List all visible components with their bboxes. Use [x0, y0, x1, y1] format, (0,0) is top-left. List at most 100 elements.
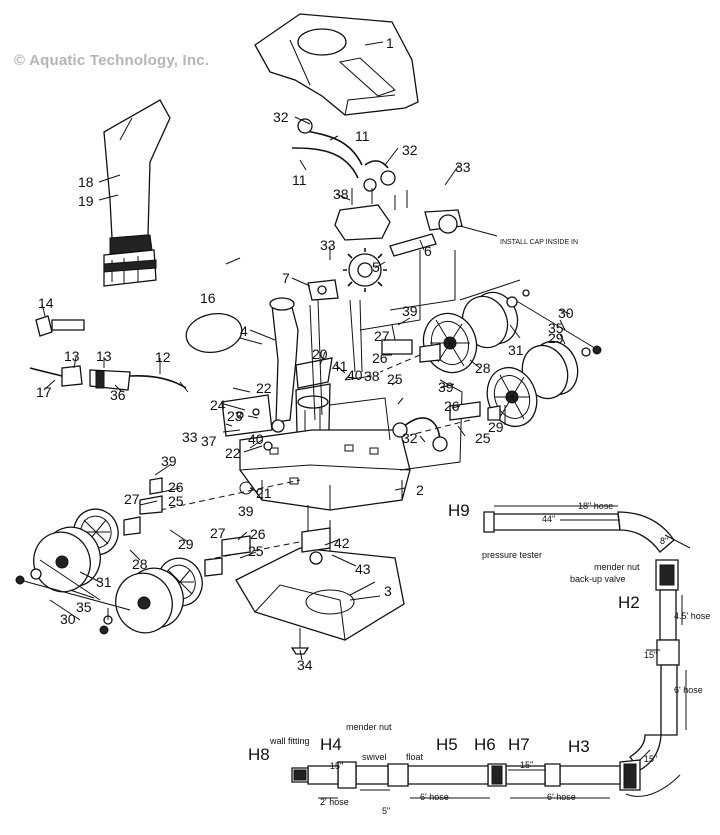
hose-labels: H9 H2 H3 H4 H5 H6 H7 H8 18" hose 44" 8" … [248, 501, 710, 816]
hose-note: 8" [660, 536, 668, 546]
main-body-part [185, 297, 411, 511]
part-label: 22 [225, 445, 241, 461]
hose-note: 18" hose [578, 501, 613, 511]
copyright-notice: © Aquatic Technology, Inc. [14, 52, 210, 69]
hose-note: 44" [542, 514, 555, 524]
left-lower-wheels [15, 477, 251, 635]
part-label: 41 [332, 358, 348, 374]
part-label: 7 [282, 270, 290, 286]
hose-note: 4.5' hose [674, 611, 710, 621]
upper-bracket-part [334, 188, 498, 241]
hose-label-h2: H2 [618, 593, 640, 612]
part-label: 39 [161, 453, 177, 469]
part-label: 18 [78, 174, 94, 190]
callout-leaders [41, 41, 571, 661]
part-label: 6 [424, 243, 432, 259]
hose-label-h6: H6 [474, 735, 496, 754]
part-label: 25 [387, 371, 403, 387]
part-label: 27 [124, 491, 140, 507]
part-label: 11 [292, 172, 307, 188]
part-label: 34 [297, 657, 313, 673]
hose-note: mender nut [346, 722, 392, 732]
part-label: 11 [355, 128, 370, 144]
upper-hoses-part [291, 118, 396, 192]
hose-note: float [406, 752, 424, 762]
part-label: 2 [416, 482, 424, 498]
hose-note: 6' hose [420, 792, 449, 802]
top-cover-part [254, 13, 419, 116]
part-label: 19 [78, 193, 94, 209]
part-label: 25 [168, 493, 184, 509]
part-label: 31 [508, 342, 524, 358]
part-label: 28 [475, 360, 491, 376]
part-label: 33 [182, 429, 198, 445]
part-label: 40 [248, 431, 264, 447]
right-upper-wheels [381, 279, 602, 452]
part-label: 16 [200, 290, 216, 306]
part-label: 27 [374, 328, 390, 344]
hose-note: swivel [362, 752, 387, 762]
part-label: 26 [250, 526, 266, 542]
hose-note: 15" [644, 754, 657, 764]
hose-note: back-up valve [570, 574, 626, 584]
debris-bag-part [103, 99, 171, 287]
part-label: 21 [256, 485, 272, 501]
part-label: 37 [201, 433, 217, 449]
part-label: 3 [384, 583, 392, 599]
part-label: 22 [256, 380, 272, 396]
hose-note: 6' hose [547, 792, 576, 802]
hose-assembly [291, 505, 691, 799]
hose-note: pressure tester [482, 550, 542, 560]
install-note: INSTALL CAP INSIDE IN [500, 239, 578, 246]
part-label: 24 [210, 397, 226, 413]
hose-label-h4: H4 [320, 735, 342, 754]
part-label: 29 [548, 330, 564, 346]
hose-note: wall fitting [269, 736, 310, 746]
part-label: 36 [110, 387, 126, 403]
part-label: 29 [178, 536, 194, 552]
part-label: 25 [248, 543, 264, 559]
part-label: 30 [60, 611, 76, 627]
part-label: 32 [402, 142, 418, 158]
part-label: 35 [76, 599, 92, 615]
part-label: 26 [444, 398, 460, 414]
part-number-labels: 1 2 3 4 5 6 7 11 11 12 13 13 14 16 17 18… [36, 35, 574, 673]
part-label: 25 [475, 430, 491, 446]
bottom-plate-part [235, 527, 405, 655]
hose-label-h5: H5 [436, 735, 458, 754]
part-label: 20 [312, 346, 328, 362]
part-label: 30 [558, 305, 574, 321]
part-label: 4 [240, 323, 248, 339]
part-label: 43 [355, 561, 371, 577]
part-label: 12 [155, 349, 171, 365]
part-label: 13 [96, 348, 112, 364]
part-label: 27 [210, 525, 226, 541]
part-label: 35 [548, 320, 564, 336]
hose-note: 15" [644, 650, 657, 660]
drive-gear-part [307, 233, 437, 301]
part-label: 23 [227, 408, 243, 424]
part-label: 26 [372, 350, 388, 366]
hose-note: 15" [330, 761, 343, 771]
part-label: 33 [320, 237, 336, 253]
part-label: 28 [132, 556, 148, 572]
part-label: 38 [333, 186, 349, 202]
part-label: 32 [402, 430, 418, 446]
part-label: 40 [347, 367, 363, 383]
part-label: 32 [273, 109, 289, 125]
part-label: 42 [334, 535, 350, 551]
part-label: 33 [455, 159, 471, 175]
part-label: 31 [96, 574, 112, 590]
part-label: 13 [64, 348, 80, 364]
hose-note: 6' hose [674, 685, 703, 695]
assembly-axis-lines [159, 250, 471, 580]
left-hose-fittings-part [29, 315, 189, 393]
hose-label-h9: H9 [448, 501, 470, 520]
hose-label-h7: H7 [508, 735, 530, 754]
part-label: 5 [372, 259, 380, 275]
part-label: 1 [386, 35, 394, 51]
hose-label-h3: H3 [568, 737, 590, 756]
hose-note: 2' hose [320, 797, 349, 807]
